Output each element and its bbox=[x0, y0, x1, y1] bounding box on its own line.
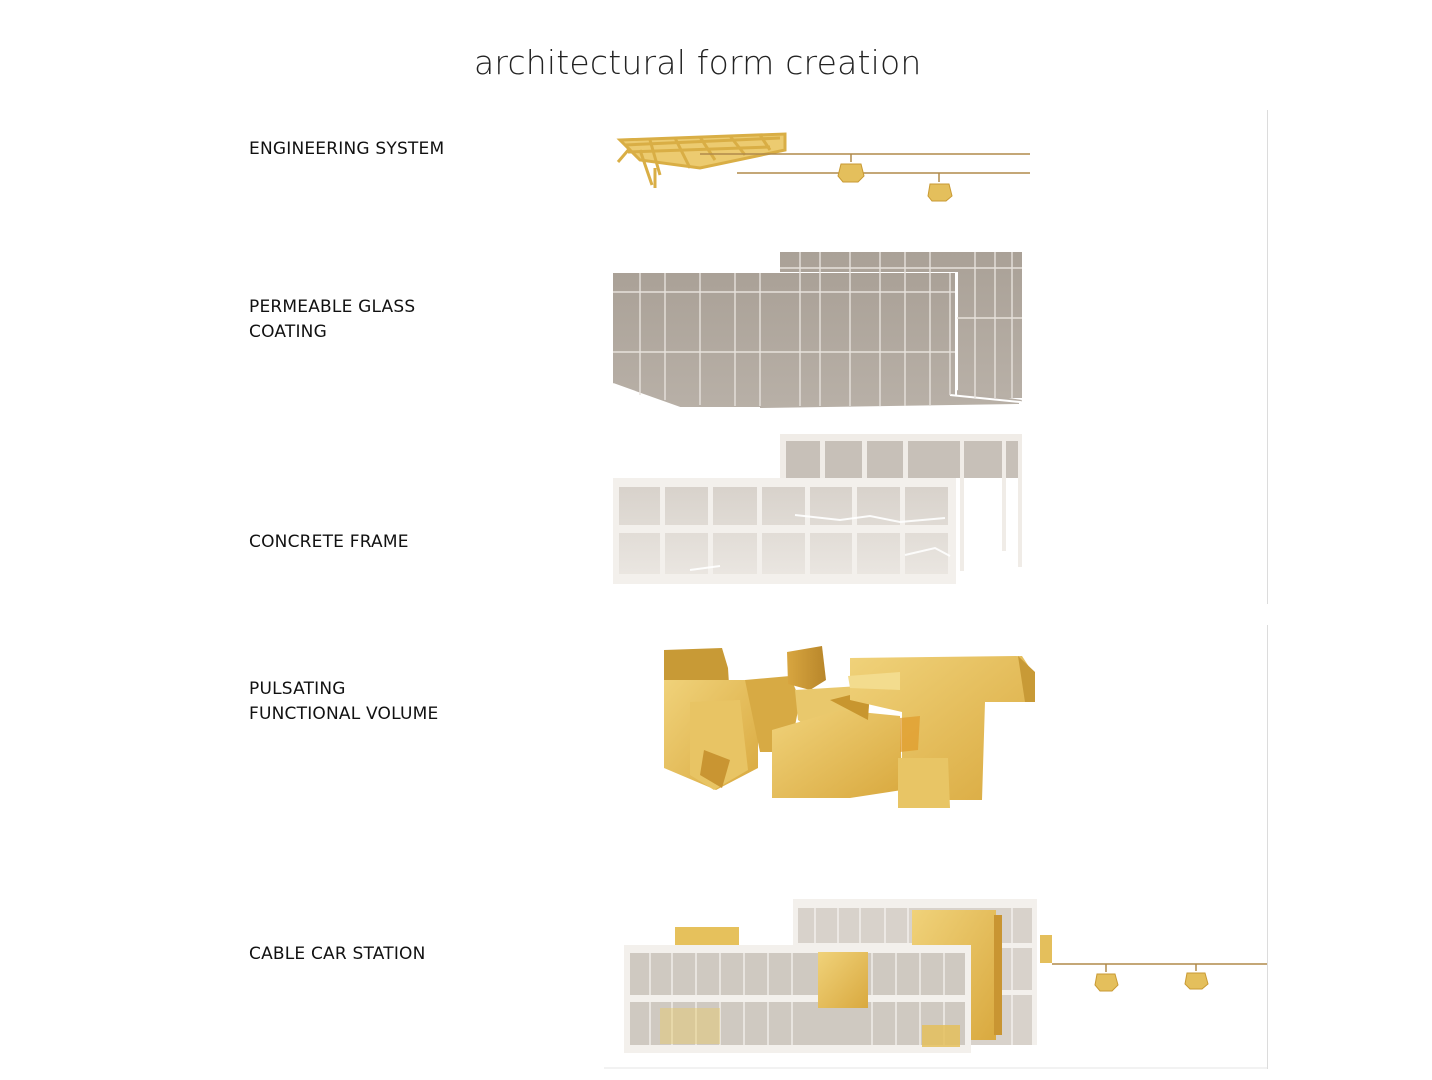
page-title: architectural form creation bbox=[474, 43, 922, 82]
cable-car-station-drawing bbox=[604, 899, 1267, 1069]
engineering-system-drawing bbox=[616, 132, 1030, 202]
layer-label-engineering-system: ENGINEERING SYSTEM bbox=[249, 139, 445, 159]
gondola-icon bbox=[927, 173, 953, 202]
glass-coating-drawing bbox=[612, 252, 1022, 409]
divider-line-bottom bbox=[1267, 625, 1268, 1069]
divider-line-top bbox=[1267, 110, 1268, 604]
cable-lines bbox=[700, 153, 1030, 174]
layer-label-concrete-frame: CONCRETE FRAME bbox=[249, 532, 409, 552]
concrete-frame-drawing bbox=[613, 434, 1022, 584]
layer-label-pulsating-functional-volume: PULSATING FUNCTIONAL VOLUME bbox=[249, 679, 439, 724]
gondola-icon bbox=[1094, 964, 1119, 992]
gondola-icon bbox=[1184, 964, 1209, 990]
gondola-icon bbox=[837, 154, 865, 183]
layer-label-permeable-glass-coating: PERMEABLE GLASS COATING bbox=[249, 297, 416, 342]
functional-volume-drawing bbox=[664, 646, 1035, 808]
engineering-truss bbox=[616, 132, 787, 188]
layer-label-cable-car-station: CABLE CAR STATION bbox=[249, 944, 426, 964]
